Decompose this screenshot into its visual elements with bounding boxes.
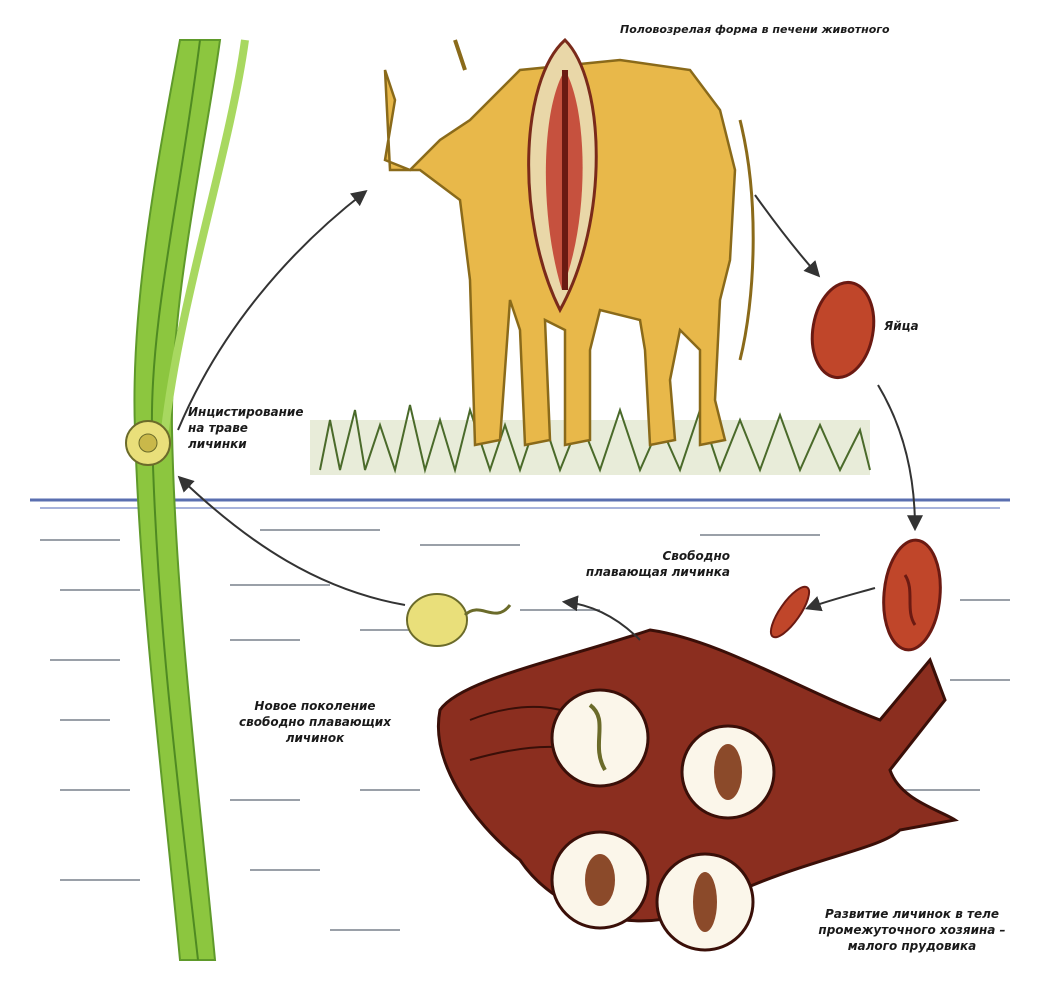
cercaria <box>407 594 510 646</box>
water-surface <box>30 500 1010 508</box>
inset-redia-1 <box>682 726 774 818</box>
inset-redia-3 <box>657 854 753 950</box>
arrow-eggs-to-water <box>878 385 915 528</box>
arrow-snail-to-cercaria <box>565 602 640 640</box>
label-eggs: Яйца <box>884 318 964 334</box>
egg-large <box>805 278 881 383</box>
label-free-miracidium: Свободно плавающая личинка <box>580 548 730 580</box>
arrow-cow-to-eggs <box>755 195 818 275</box>
label-adult-in-liver: Половозрелая форма в печени животного <box>620 22 1010 38</box>
inset-sporocyst <box>552 690 648 786</box>
egg-hatching <box>879 538 944 652</box>
cyst-on-grass <box>126 421 170 465</box>
label-cercaria: Новое поколение свободно плавающих личин… <box>225 698 405 746</box>
label-cysts-on-grass: Инцистирование на траве личинки <box>188 404 308 452</box>
inset-redia-2 <box>552 832 648 928</box>
arrow-egg-to-miracidium <box>808 588 875 608</box>
label-snail-development: Развитие личинок в теле промежуточного х… <box>812 906 1012 954</box>
miracidium <box>765 582 816 643</box>
